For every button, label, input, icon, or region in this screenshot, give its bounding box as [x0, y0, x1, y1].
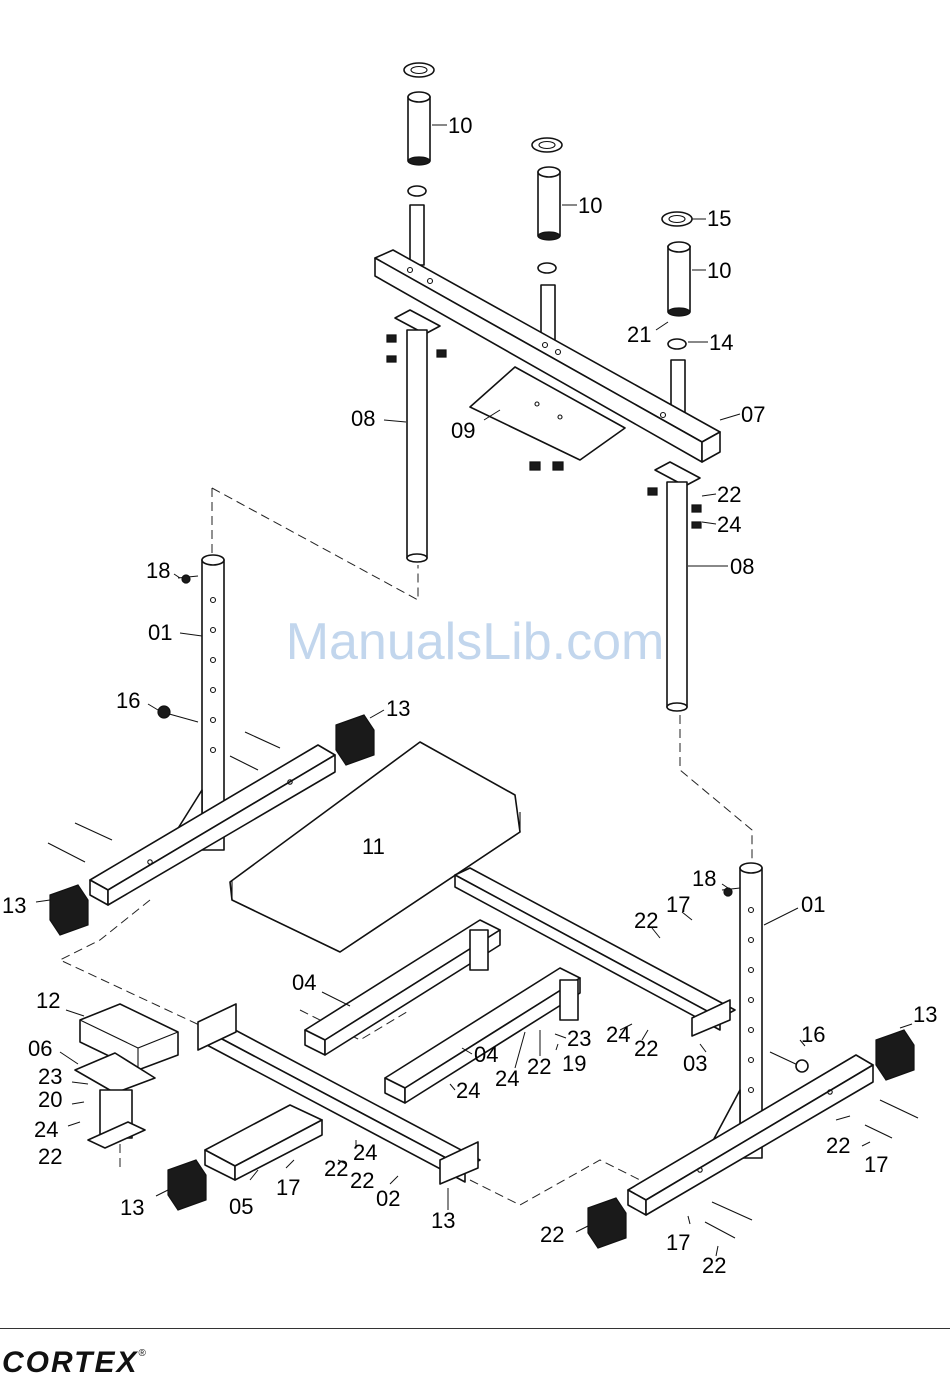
callout: 10 — [578, 193, 602, 218]
callout: 22 — [826, 1133, 850, 1158]
callout: 22 — [540, 1222, 564, 1247]
callout: 17 — [864, 1152, 888, 1177]
callout: 22 — [717, 482, 741, 507]
weight-post-left — [404, 63, 434, 265]
callout: 23 — [567, 1026, 591, 1051]
support-post-right — [648, 462, 701, 711]
callout: 22 — [634, 908, 658, 933]
callout: 22 — [527, 1054, 551, 1079]
callout: 22 — [702, 1253, 726, 1278]
callout: 24 — [495, 1066, 519, 1091]
callout: 22 — [634, 1036, 658, 1061]
callout: 09 — [451, 418, 475, 443]
callout: 01 — [148, 620, 172, 645]
callout: 14 — [709, 330, 733, 355]
callout: 23 — [38, 1064, 62, 1089]
callout: 04 — [292, 970, 316, 995]
brand-logo: CORTEX® — [2, 1346, 148, 1380]
callout: 01 — [801, 892, 825, 917]
callout: 24 — [717, 512, 741, 537]
callout: 20 — [38, 1087, 62, 1112]
callout: 19 — [562, 1051, 586, 1076]
brand-name: CORTEX — [2, 1346, 138, 1379]
callout: 13 — [431, 1208, 455, 1233]
callout: 22 — [324, 1156, 348, 1181]
callout: 07 — [741, 402, 765, 427]
weight-post-middle — [532, 138, 562, 347]
callout: 13 — [2, 893, 26, 918]
callout: 17 — [666, 1230, 690, 1255]
callout: 16 — [116, 688, 140, 713]
callout: 05 — [229, 1194, 253, 1219]
callout: 24 — [606, 1022, 630, 1047]
callout: 16 — [801, 1022, 825, 1047]
callout: 24 — [353, 1140, 377, 1165]
callout: 24 — [456, 1078, 480, 1103]
callout: 13 — [386, 696, 410, 721]
callout: 12 — [36, 988, 60, 1013]
weight-post-right — [662, 212, 692, 426]
callout: 13 — [913, 1002, 937, 1027]
upright-right — [628, 863, 918, 1238]
callout: 03 — [683, 1051, 707, 1076]
callout: 02 — [376, 1186, 400, 1211]
callout: 18 — [146, 558, 170, 583]
callout: 21 — [627, 322, 651, 347]
callout: 17 — [666, 892, 690, 917]
callout: 17 — [276, 1175, 300, 1200]
callout: 08 — [730, 554, 754, 579]
callout: 04 — [474, 1042, 498, 1067]
callout: 24 — [34, 1117, 58, 1142]
callout: 06 — [28, 1036, 52, 1061]
callout: 13 — [120, 1195, 144, 1220]
footer-divider — [0, 1328, 950, 1329]
callout: 08 — [351, 406, 375, 431]
callout: 22 — [38, 1144, 62, 1169]
brand-registered-mark: ® — [138, 1348, 147, 1359]
foot-pad-assembly — [75, 1004, 178, 1148]
support-post-left — [387, 310, 446, 562]
callout: 22 — [350, 1168, 374, 1193]
callout: 10 — [707, 258, 731, 283]
callout: 15 — [707, 206, 731, 231]
callout: 10 — [448, 113, 472, 138]
callout: 18 — [692, 866, 716, 891]
callout: 11 — [362, 834, 385, 859]
